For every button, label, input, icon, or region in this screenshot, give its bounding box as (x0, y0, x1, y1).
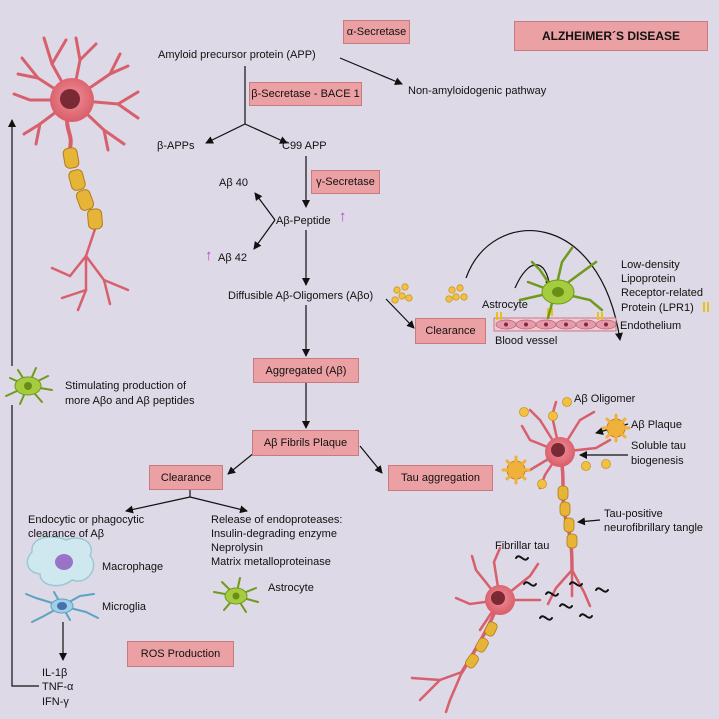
tau-fibril-icon (515, 555, 609, 621)
c99-label: C99 APP (282, 140, 327, 152)
astrocyte-label: Astrocyte (482, 299, 528, 311)
cytokine-il1b: IL-1β (42, 667, 68, 679)
clearance-right-box: Clearance (415, 318, 486, 344)
blood-vessel-label: Blood vessel (495, 335, 558, 347)
endocytic-line-2: clearance of Aβ (28, 528, 105, 540)
microglia-label: Microglia (102, 601, 147, 613)
neuron-nucleus (551, 443, 565, 457)
oligomers-label: Diffusible Aβ-Oligomers (Aβo) (228, 290, 374, 302)
fibrils-plaque-box: Aβ Fibrils Plaque (252, 430, 359, 456)
aggregated-box: Aggregated (Aβ) (253, 358, 359, 383)
ab40-label: Aβ 40 (219, 177, 248, 189)
beta-apps-label: β-APPs (157, 140, 195, 152)
alpha-secretase-box: α-Secretase (343, 20, 410, 44)
oligomer-icon (391, 283, 468, 304)
microglia-nucleus (57, 602, 67, 610)
app-label: Amyloid precursor protein (APP) (158, 49, 316, 61)
lrp-line-4: Protein (LPR1) (621, 302, 694, 314)
increase-arrow-icon: ↑ (339, 208, 347, 225)
clearance-left-box: Clearance (149, 465, 223, 490)
astrocyte-nucleus (232, 592, 240, 600)
neuron-nucleus (491, 591, 505, 605)
lrp-line-3: Receptor-related (621, 287, 703, 299)
tau-aggregation-box: Tau aggregation (388, 465, 493, 491)
cytokine-ifng: IFN-γ (42, 696, 69, 708)
oligomer-icon (519, 397, 611, 489)
soluble-tau-line-2: biogenesis (631, 455, 684, 467)
ab-oligomer-label: Aβ Oligomer (574, 393, 636, 405)
fibrillar-tau-label: Fibrillar tau (495, 540, 550, 552)
lrp-line-1: Low-density (621, 259, 680, 271)
non-amyloidogenic-label: Non-amyloidogenic pathway (408, 85, 547, 97)
stimulating-line-2: more Aβo and Aβ peptides (65, 395, 195, 407)
increase-arrow-icon: ↑ (205, 247, 213, 264)
tau-positive-line-1: Tau-positive (604, 508, 663, 520)
endothelium-label: Endothelium (620, 320, 682, 332)
ab42-label: Aβ 42 (218, 252, 247, 264)
macrophage-icon (26, 536, 95, 587)
ab-peptide-label: Aβ-Peptide (276, 215, 331, 227)
beta-secretase-box: β-Secretase - BACE 1 (249, 82, 362, 106)
release-line-1: Release of endoproteases: (211, 514, 343, 526)
myelin-sheath (465, 621, 498, 669)
cytokine-tnfa: TNF-α (42, 681, 74, 693)
lrp-line-2: Lipoprotein (621, 273, 676, 285)
endocytic-line-1: Endocytic or phagocytic (28, 514, 145, 526)
ros-production-box: ROS Production (127, 641, 234, 667)
release-line-4: Matrix metalloproteinase (211, 556, 331, 568)
astrocyte-nucleus (552, 287, 564, 297)
release-line-2: Insulin-degrading enzyme (211, 528, 337, 540)
neuron-nucleus (60, 89, 80, 109)
disease-title: ALZHEIMER´S DISEASE (514, 21, 708, 51)
ab-plaque-label: Aβ Plaque (631, 419, 682, 431)
neuron-icon (410, 546, 542, 714)
myelin-sheath (557, 485, 578, 549)
tau-positive-line-2: neurofibrillary tangle (604, 522, 704, 534)
astrocyte-nucleus (24, 382, 32, 390)
stimulating-line-1: Stimulating production of (65, 380, 187, 392)
release-line-3: Neprolysin (211, 542, 263, 554)
macrophage-label: Macrophage (102, 561, 164, 573)
plaque-spikes (501, 413, 631, 485)
gamma-secretase-box: γ-Secretase (311, 170, 380, 194)
blood-vessel-icon (493, 302, 709, 332)
soluble-tau-line-1: Soluble tau (631, 440, 687, 452)
myelin-sheath (62, 147, 103, 230)
astrocyte-release-label: Astrocyte (268, 582, 314, 594)
